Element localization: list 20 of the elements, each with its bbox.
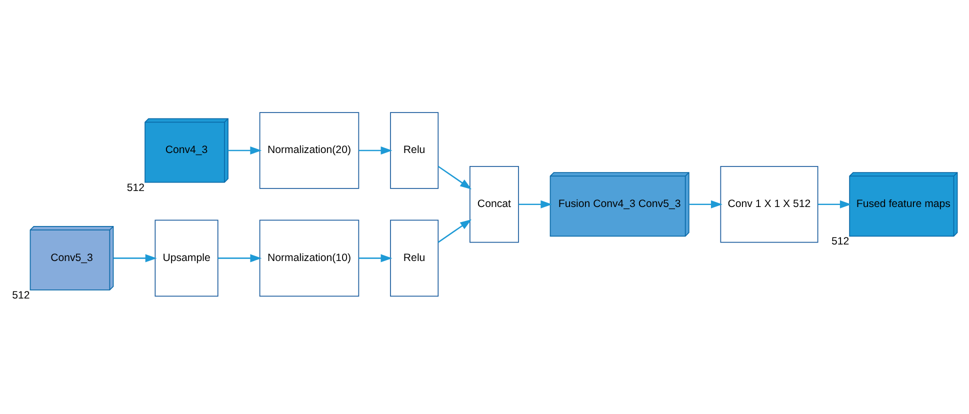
node-label: 512 — [12, 289, 30, 302]
node-box: Concat — [469, 166, 519, 243]
arrow — [438, 166, 472, 190]
arrow — [689, 200, 722, 208]
node-box: Relu — [390, 220, 439, 297]
arrow — [518, 200, 552, 208]
node-box: Upsample — [154, 220, 218, 297]
node-box: Conv 1 X 1 X 512 — [720, 166, 818, 243]
arrow — [218, 254, 262, 262]
node-box: Relu — [390, 112, 439, 189]
arrow — [358, 254, 392, 262]
arrow — [228, 146, 262, 155]
node-box: Normalization(20) — [259, 112, 360, 189]
arrow — [818, 200, 852, 208]
arrow — [113, 254, 157, 262]
arrow — [438, 219, 472, 243]
node-label: 512 — [831, 236, 850, 248]
node-label: 512 — [126, 182, 145, 194]
node-box: Normalization(10) — [259, 220, 360, 297]
arrow — [358, 146, 392, 155]
